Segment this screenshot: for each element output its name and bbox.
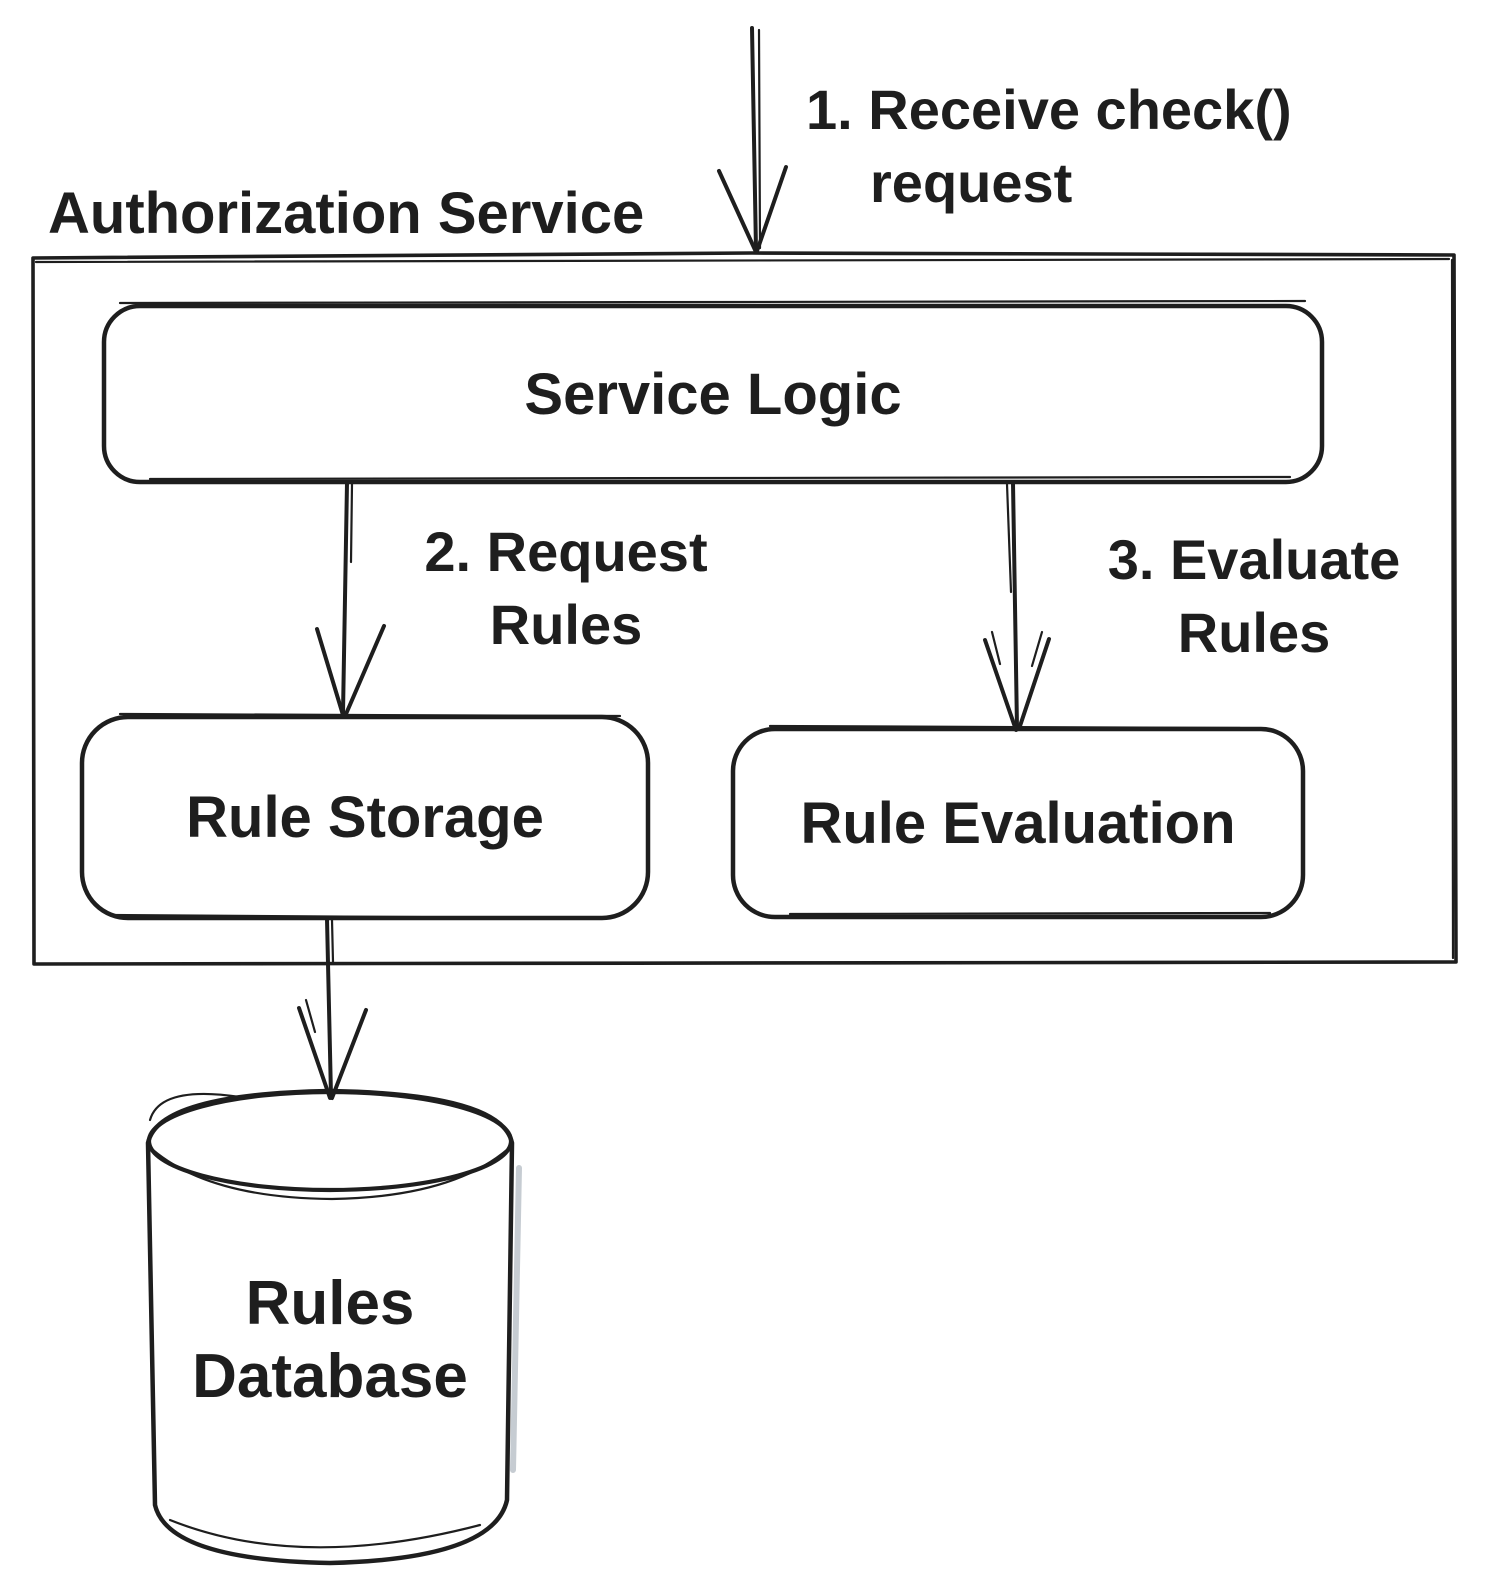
step1-line2: request [870, 150, 1073, 214]
rules-database-line1: Rules [245, 1269, 415, 1338]
service-logic-label: Service Logic [524, 361, 902, 427]
rule-storage-label: Rule Storage [186, 785, 544, 850]
step2-line2: Rules [489, 592, 643, 656]
step2-annotation: 2. Request Rules [394, 516, 738, 662]
arrow-evaluate-rules [983, 481, 1051, 732]
service-logic-box [101, 299, 1325, 485]
arrow-request-rules [315, 481, 386, 717]
rules-database-line2: Database [192, 1341, 468, 1411]
step3-line2: Rules [1177, 600, 1331, 664]
arrow-storage-to-database [297, 917, 368, 1100]
rules-database-label: Rules Database [148, 1268, 512, 1413]
step1-annotation: 1. Receive check() request [806, 74, 1292, 220]
rule-storage-box [79, 712, 651, 921]
step3-line1: 3. Evaluate [1107, 528, 1401, 591]
rules-database-cylinder [145, 1088, 522, 1566]
arrow-receive-check [717, 26, 788, 254]
step2-line1: 2. Request [424, 520, 708, 583]
authorization-service-box [31, 251, 1458, 966]
step1-line1: 1. Receive check() [806, 78, 1292, 141]
rule-evaluation-label: Rule Evaluation [800, 790, 1236, 856]
step3-annotation: 3. Evaluate Rules [1058, 524, 1450, 670]
authorization-service-label: Authorization Service [48, 181, 645, 246]
